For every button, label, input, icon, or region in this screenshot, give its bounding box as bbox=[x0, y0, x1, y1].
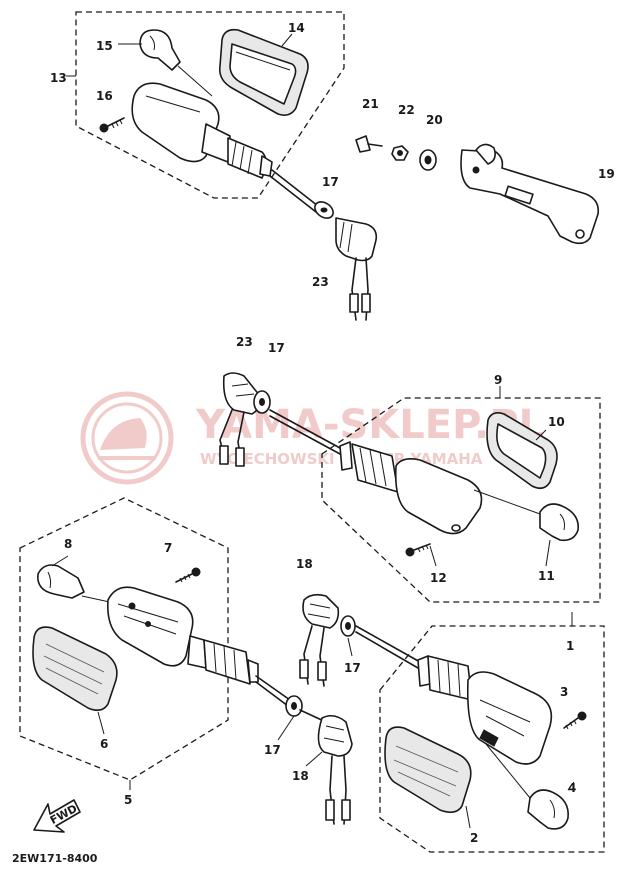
callout-23-middle: 23 bbox=[236, 335, 253, 349]
callout-23-top: 23 bbox=[312, 275, 329, 289]
callouts: 13 15 14 16 21 22 20 19 17 23 23 17 9 10… bbox=[50, 21, 615, 845]
screw-3-icon bbox=[563, 711, 587, 730]
callout-17-top: 17 bbox=[322, 175, 339, 189]
callout-12: 12 bbox=[430, 571, 447, 585]
forward-arrow-icon: FWD bbox=[33, 799, 81, 833]
bulb-4-icon bbox=[527, 789, 569, 830]
connector-18-bottom-icon bbox=[317, 714, 353, 825]
callout-16: 16 bbox=[96, 89, 113, 103]
turn-signal-housing-1-icon bbox=[417, 655, 553, 765]
grommet-17-middle-right-icon bbox=[340, 615, 356, 637]
callout-13: 13 bbox=[50, 71, 67, 85]
callout-17-bottom: 17 bbox=[264, 743, 281, 757]
callout-21: 21 bbox=[362, 97, 379, 111]
grommet-17-middle-icon bbox=[253, 390, 271, 414]
callout-2: 2 bbox=[470, 831, 478, 845]
nut-22-icon bbox=[391, 145, 409, 161]
callout-9: 9 bbox=[494, 373, 502, 387]
assembly-5-boundary bbox=[19, 497, 229, 781]
callout-7: 7 bbox=[164, 541, 172, 555]
turn-signal-housing-5-icon bbox=[106, 586, 259, 685]
callout-14: 14 bbox=[288, 21, 305, 35]
lens-6-icon bbox=[32, 626, 118, 712]
part-code: 2EW171-8400 bbox=[12, 852, 98, 865]
callout-18-middle: 18 bbox=[296, 557, 313, 571]
turn-signal-housing-13-icon bbox=[131, 82, 273, 179]
callout-8: 8 bbox=[64, 537, 72, 551]
callout-3: 3 bbox=[560, 685, 568, 699]
callout-22: 22 bbox=[398, 103, 415, 117]
bracket-19-icon bbox=[460, 143, 600, 245]
connector-23-top-icon bbox=[335, 217, 378, 321]
connector-18-middle-icon bbox=[299, 593, 340, 687]
bolt-21-icon bbox=[355, 135, 383, 153]
watermark: YAMA-SKLEP.PL WYCIECHOWSKI DEALER YAMAHA bbox=[80, 391, 544, 485]
callout-4: 4 bbox=[568, 781, 576, 795]
lens-14-icon bbox=[218, 28, 309, 116]
callout-20: 20 bbox=[426, 113, 443, 127]
callout-5: 5 bbox=[124, 793, 132, 807]
grommet-17-top-icon bbox=[314, 201, 334, 219]
callout-17-middle-right: 17 bbox=[344, 661, 361, 675]
washer-20-icon bbox=[419, 149, 437, 171]
callout-10: 10 bbox=[548, 415, 565, 429]
callout-19: 19 bbox=[598, 167, 615, 181]
screw-7-icon bbox=[175, 567, 201, 583]
callout-11: 11 bbox=[538, 569, 555, 583]
lens-2-icon bbox=[384, 726, 472, 814]
grommet-17-bottom-left-icon bbox=[285, 695, 303, 717]
turn-signal-housing-9-icon bbox=[339, 441, 483, 535]
bulb-15-icon bbox=[139, 29, 181, 71]
callout-17-middle: 17 bbox=[268, 341, 285, 355]
callout-18-bottom: 18 bbox=[292, 769, 309, 783]
screw-12-icon bbox=[405, 543, 431, 557]
assembly-1-boundary bbox=[379, 625, 605, 853]
lens-10-icon bbox=[486, 412, 558, 490]
screw-16-icon bbox=[99, 117, 125, 133]
watermark-logo-icon bbox=[80, 391, 174, 485]
bulb-8-icon bbox=[37, 564, 85, 599]
callout-15: 15 bbox=[96, 39, 113, 53]
callout-1: 1 bbox=[566, 639, 574, 653]
callout-6: 6 bbox=[100, 737, 108, 751]
bulb-11-icon bbox=[539, 503, 579, 542]
